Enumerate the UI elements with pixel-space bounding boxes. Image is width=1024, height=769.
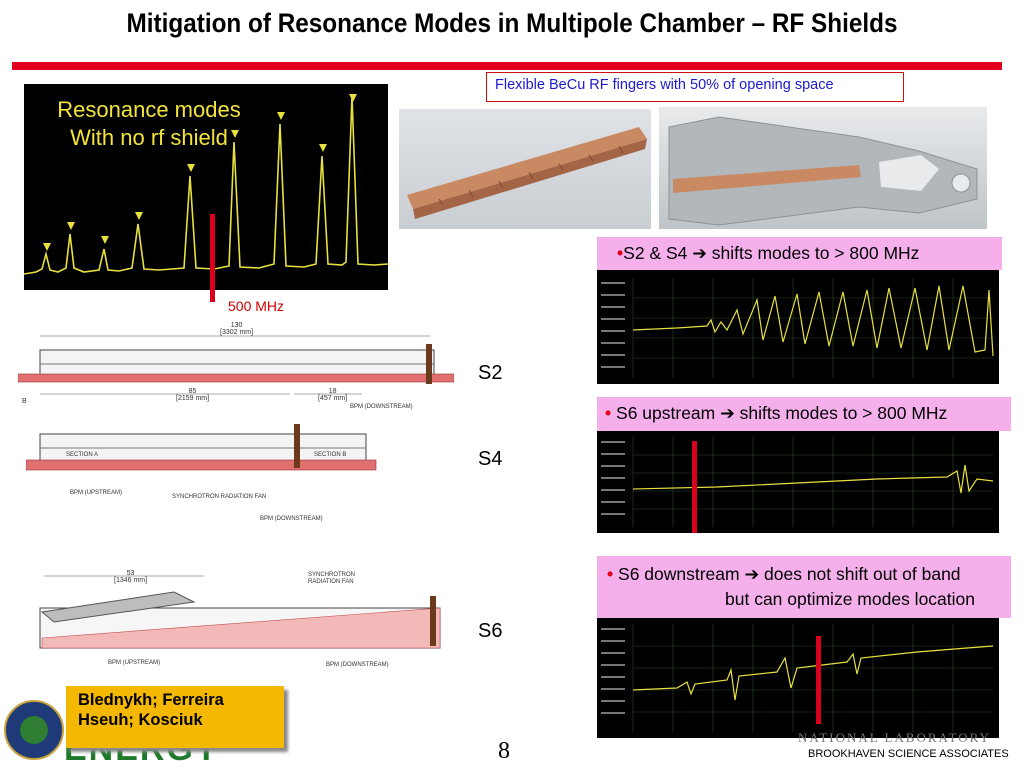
s4-dim-b-mm: [457 mm] — [318, 395, 348, 402]
drawing-s4: 85[2159 mm] 18[457 mm] SECTION A SECTION… — [25, 388, 450, 530]
s4-bpm-downstream-top: BPM (DOWNSTREAM) — [350, 404, 413, 410]
chamber-section-shape — [668, 116, 978, 226]
bullet-s2-s4: •S2 & S4 ➔ shifts modes to > 800 MHz — [597, 237, 1002, 270]
s4-section-a: SECTION A — [66, 452, 99, 458]
s4-dim-a-mm: [2159 mm] — [176, 395, 210, 402]
s6-dim-value: 53 — [126, 570, 135, 577]
label-s2: S2 — [478, 362, 503, 384]
bullet-s6up-post: shifts modes to > 800 MHz — [734, 403, 948, 423]
analyzer-s6-upstream-plot — [597, 431, 999, 533]
bullet-s6-downstream: • S6 downstream ➔ does not shift out of … — [597, 556, 1011, 618]
marker-label: 500 MHz — [228, 298, 285, 314]
analyzer-s2-s4-plot — [597, 270, 999, 384]
drawing-s2-shape — [17, 335, 455, 384]
bullet-s6-upstream: • S6 upstream ➔ shifts modes to > 800 MH… — [597, 397, 1011, 431]
label-s6: S6 — [478, 620, 503, 642]
bullet-s6down-post: does not shift out of band — [759, 564, 961, 584]
authors-line1: Blednykh; Ferreira — [78, 691, 224, 709]
title-underline — [12, 62, 1002, 70]
chamber-section-photo — [659, 107, 987, 229]
authors-box: Blednykh; Ferreira Hseuh; Kosciuk — [66, 686, 284, 748]
right-arrow-icon: ➔ — [744, 564, 760, 584]
scope-annotation: Resonance modes With no rf shield — [24, 96, 274, 152]
s6-bpm-downstream: BPM (DOWNSTREAM) — [326, 662, 389, 668]
s6-downstream-marker — [816, 636, 821, 724]
becu-fingers-shape — [407, 127, 647, 219]
s2-dim-mm: [3302 mm] — [220, 329, 254, 336]
rf-fingers-caption: Flexible BeCu RF fingers with 50% of ope… — [486, 72, 904, 102]
bullet-dot-icon: • — [617, 243, 624, 263]
s4-dim-b-value: 18 — [328, 388, 337, 395]
s6-bpm-upstream: BPM (UPSTREAM) — [108, 660, 161, 666]
drawing-s4-shape — [25, 393, 377, 471]
right-arrow-icon: ➔ — [692, 243, 707, 263]
label-s4: S4 — [478, 448, 503, 470]
bullet-dot-icon: • — [607, 564, 614, 584]
bullet-dot-icon: • — [605, 403, 612, 423]
resonance-trace — [24, 94, 388, 275]
bullet-s2s4-pre: S2 & S4 — [623, 243, 693, 263]
analyzer-s6-downstream-trace — [601, 624, 994, 732]
becu-fingers-photo — [399, 109, 651, 229]
s2-dimension: 130[3302 mm] — [220, 322, 253, 336]
s6-fan-line2: RADIATION FAN — [308, 579, 354, 585]
analyzer-s6-upstream-trace — [601, 437, 994, 527]
s6-fan-line1: SYNCHROTRON — [308, 572, 356, 578]
s6-upstream-marker — [692, 441, 697, 533]
s4-fan-label: SYNCHROTRON RADIATION FAN — [172, 494, 267, 500]
doe-seal-icon — [4, 700, 64, 760]
s6-dim-mm: [1346 mm] — [114, 577, 148, 584]
analyzer-s6-downstream-plot — [597, 618, 999, 738]
drawing-s6-shape — [39, 575, 441, 649]
seal-inner — [20, 716, 48, 744]
bullet-s6down-pre: S6 downstream — [618, 564, 745, 584]
resonance-scope-plot: Resonance modes With no rf shield — [24, 84, 388, 290]
page-number: 8 — [498, 738, 510, 764]
bullet-s6down-line2: but can optimize modes location — [725, 589, 975, 609]
500mhz-marker — [210, 214, 215, 302]
right-arrow-icon: ➔ — [720, 403, 735, 423]
s4-dimension-a: 85[2159 mm] — [176, 388, 209, 402]
s4-bpm-downstream-bottom: BPM (DOWNSTREAM) — [260, 516, 323, 522]
bsa-footer: BROOKHAVEN SCIENCE ASSOCIATES — [808, 748, 1009, 760]
s4-bpm-upstream: BPM (UPSTREAM) — [70, 490, 123, 496]
drawing-s2: 130[3302 mm] B — [17, 322, 455, 406]
scope-annotation-line1: Resonance modes — [57, 97, 241, 122]
bullet-s2s4-post: shifts modes to > 800 MHz — [706, 243, 920, 263]
national-laboratory-text: NATIONAL LABORATORY — [798, 730, 991, 745]
s4-section-b: SECTION B — [314, 452, 347, 458]
analyzer-s2-s4-trace — [601, 278, 994, 378]
s2-dim-value: 130 — [230, 322, 243, 329]
bullet-s6up-pre: S6 upstream — [616, 403, 721, 423]
s4-dimension-b: 18[457 mm] — [318, 388, 347, 402]
s4-dim-a-value: 85 — [188, 388, 197, 395]
authors-line2: Hseuh; Kosciuk — [78, 711, 203, 729]
s6-dimension: 53[1346 mm] — [114, 570, 147, 584]
s2-marker-letter: B — [22, 398, 27, 405]
slide-title: Mitigation of Resonance Modes in Multipo… — [126, 8, 898, 38]
scope-annotation-line2: With no rf shield — [70, 125, 228, 150]
bullet-s6down-line1: • S6 downstream ➔ does not shift out of … — [607, 562, 1011, 587]
